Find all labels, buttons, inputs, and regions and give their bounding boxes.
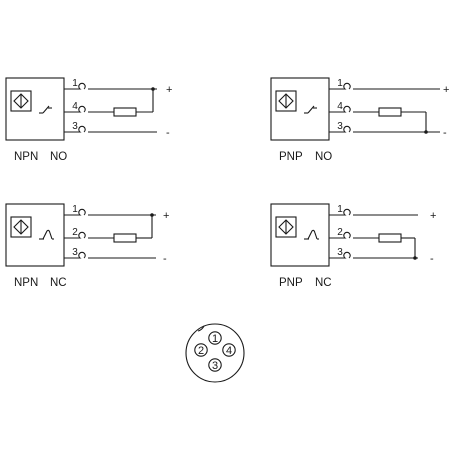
terminal-minus: - xyxy=(443,127,447,139)
sensor-body xyxy=(270,203,330,267)
diagram-pnp-no: 1 4 3 + - PNP NO xyxy=(270,77,449,163)
sensor-body xyxy=(270,77,330,141)
connector-bump xyxy=(64,208,86,216)
load-resistor-icon xyxy=(378,233,402,243)
switch-contact-icon xyxy=(39,229,54,240)
pin-number: 3 xyxy=(72,121,78,132)
terminal-minus: - xyxy=(166,127,170,139)
inductive-sensor-icon xyxy=(10,90,32,112)
output-type-label: NPN xyxy=(14,151,38,163)
pin-number: 3 xyxy=(337,247,343,258)
sensor-icon-frame xyxy=(275,216,297,238)
connector-outline xyxy=(185,323,245,383)
switch-blade xyxy=(307,105,315,114)
pin-number: 2 xyxy=(72,227,78,238)
junction-dot xyxy=(413,256,417,260)
connector-pin-number: 2 xyxy=(198,345,204,357)
connector-bump xyxy=(329,105,351,113)
connector-bump xyxy=(329,82,351,90)
connector-bump xyxy=(64,125,86,133)
diagram-pnp-nc: 1 2 3 + - PNP NC xyxy=(270,203,436,289)
connector-pin-number: 3 xyxy=(212,360,218,372)
switch-blade xyxy=(42,105,50,114)
pin-number: 1 xyxy=(72,78,78,89)
pin-number: 2 xyxy=(337,227,343,238)
switch-contact-icon xyxy=(39,105,52,114)
output-type-label: PNP xyxy=(279,151,303,163)
inductive-sensor-icon xyxy=(275,216,297,238)
terminal-plus: + xyxy=(443,84,449,96)
connector-bump xyxy=(329,208,351,216)
junction-dot xyxy=(150,213,154,217)
output-type-label: NPN xyxy=(14,277,38,289)
sensor-body xyxy=(5,203,65,267)
switch-blade xyxy=(307,229,318,240)
sensor-icon-frame xyxy=(275,90,297,112)
pin-number: 3 xyxy=(337,121,343,132)
connector-pin xyxy=(222,343,236,357)
load-resistor-icon xyxy=(113,233,137,243)
terminal-plus: + xyxy=(166,84,172,96)
switch-contact-icon xyxy=(304,105,317,114)
inductive-sensor-icon xyxy=(275,90,297,112)
sensor-body xyxy=(5,77,65,141)
connector-bump xyxy=(64,82,86,90)
connector-bump xyxy=(329,231,351,239)
connector-bump xyxy=(329,251,351,259)
terminal-plus: + xyxy=(163,210,169,222)
connector-pin xyxy=(208,358,222,372)
terminal-minus: - xyxy=(163,253,167,265)
diagram-npn-nc: 1 2 3 + - NPN NC xyxy=(5,203,169,289)
pin-number: 3 xyxy=(72,247,78,258)
connector-pin-number: 4 xyxy=(226,345,232,357)
connector-pin xyxy=(208,331,222,345)
connector-bump xyxy=(64,105,86,113)
pin-number: 1 xyxy=(72,204,78,215)
junction-dot xyxy=(424,130,428,134)
switch-blade xyxy=(42,229,53,240)
contact-mode-label: NO xyxy=(315,151,332,163)
inductive-sensor-icon xyxy=(10,216,32,238)
terminal-minus: - xyxy=(430,253,434,265)
pin-number: 1 xyxy=(337,204,343,215)
switch-contact-icon xyxy=(304,229,319,240)
output-type-label: PNP xyxy=(279,277,303,289)
connector-bump xyxy=(64,231,86,239)
connector-bump xyxy=(329,125,351,133)
connector-pin-number: 1 xyxy=(212,333,218,345)
contact-mode-label: NO xyxy=(50,151,67,163)
sensor-icon-frame xyxy=(10,216,32,238)
junction-dot xyxy=(151,87,155,91)
connector-pin xyxy=(194,343,208,357)
terminal-plus: + xyxy=(430,210,436,222)
contact-mode-label: NC xyxy=(315,277,332,289)
pin-number: 4 xyxy=(337,101,343,112)
pin-number: 4 xyxy=(72,101,78,112)
connector-key xyxy=(197,325,205,332)
connector-bump xyxy=(64,251,86,259)
load-resistor-icon xyxy=(113,107,137,117)
sensor-icon-frame xyxy=(10,90,32,112)
contact-mode-label: NC xyxy=(50,277,67,289)
load-resistor-icon xyxy=(378,107,402,117)
diagram-npn-no: 1 4 3 + - NPN NO xyxy=(5,77,172,163)
pin-number: 1 xyxy=(337,78,343,89)
